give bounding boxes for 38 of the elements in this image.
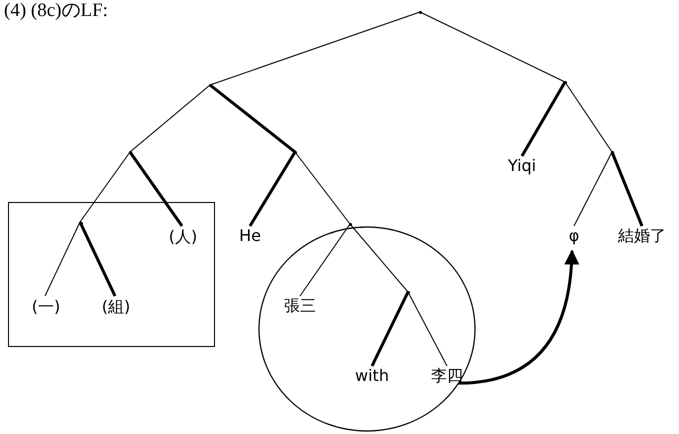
branch-node (418, 10, 422, 14)
tree-branch (209, 84, 296, 154)
branch-node (294, 150, 296, 154)
tree-word: φ (568, 226, 580, 246)
tree-word: He (239, 226, 261, 246)
tree-branch (408, 292, 448, 366)
tree-word: 李四 (431, 366, 463, 386)
tree-word: (組) (102, 297, 130, 317)
tree-branch (610, 151, 644, 227)
branch-node (610, 150, 614, 154)
tree-word: 結婚了 (618, 226, 666, 246)
tree-branch (300, 224, 350, 296)
curved-arrow (458, 250, 579, 385)
tree-branch (574, 152, 612, 226)
grouping-rectangle (8, 202, 215, 347)
branch-node (406, 290, 410, 294)
tree-branch (78, 221, 116, 297)
tree-branch (520, 81, 566, 157)
branch-node (348, 222, 352, 226)
tree-branch (130, 84, 210, 152)
tree-branch (350, 224, 408, 292)
tree-branch (248, 151, 296, 227)
tree-branch (564, 82, 612, 152)
tree-branch (210, 12, 420, 86)
tree-word: (人) (168, 227, 198, 247)
tree-word: 張三 (284, 296, 316, 316)
tree-branch (420, 12, 566, 82)
tree-branch (128, 151, 184, 227)
tree-branch (44, 222, 80, 296)
tree-branch (370, 291, 410, 367)
branch-node (208, 84, 212, 86)
tree-word: Yiqi (508, 156, 536, 176)
tree-word: with (355, 366, 389, 386)
tree-branch (80, 152, 130, 222)
title: (4) (8c)のLF: (4, 0, 108, 22)
tree-branch (294, 152, 350, 224)
tree-word: (一) (32, 297, 60, 317)
branch-node (564, 80, 566, 84)
